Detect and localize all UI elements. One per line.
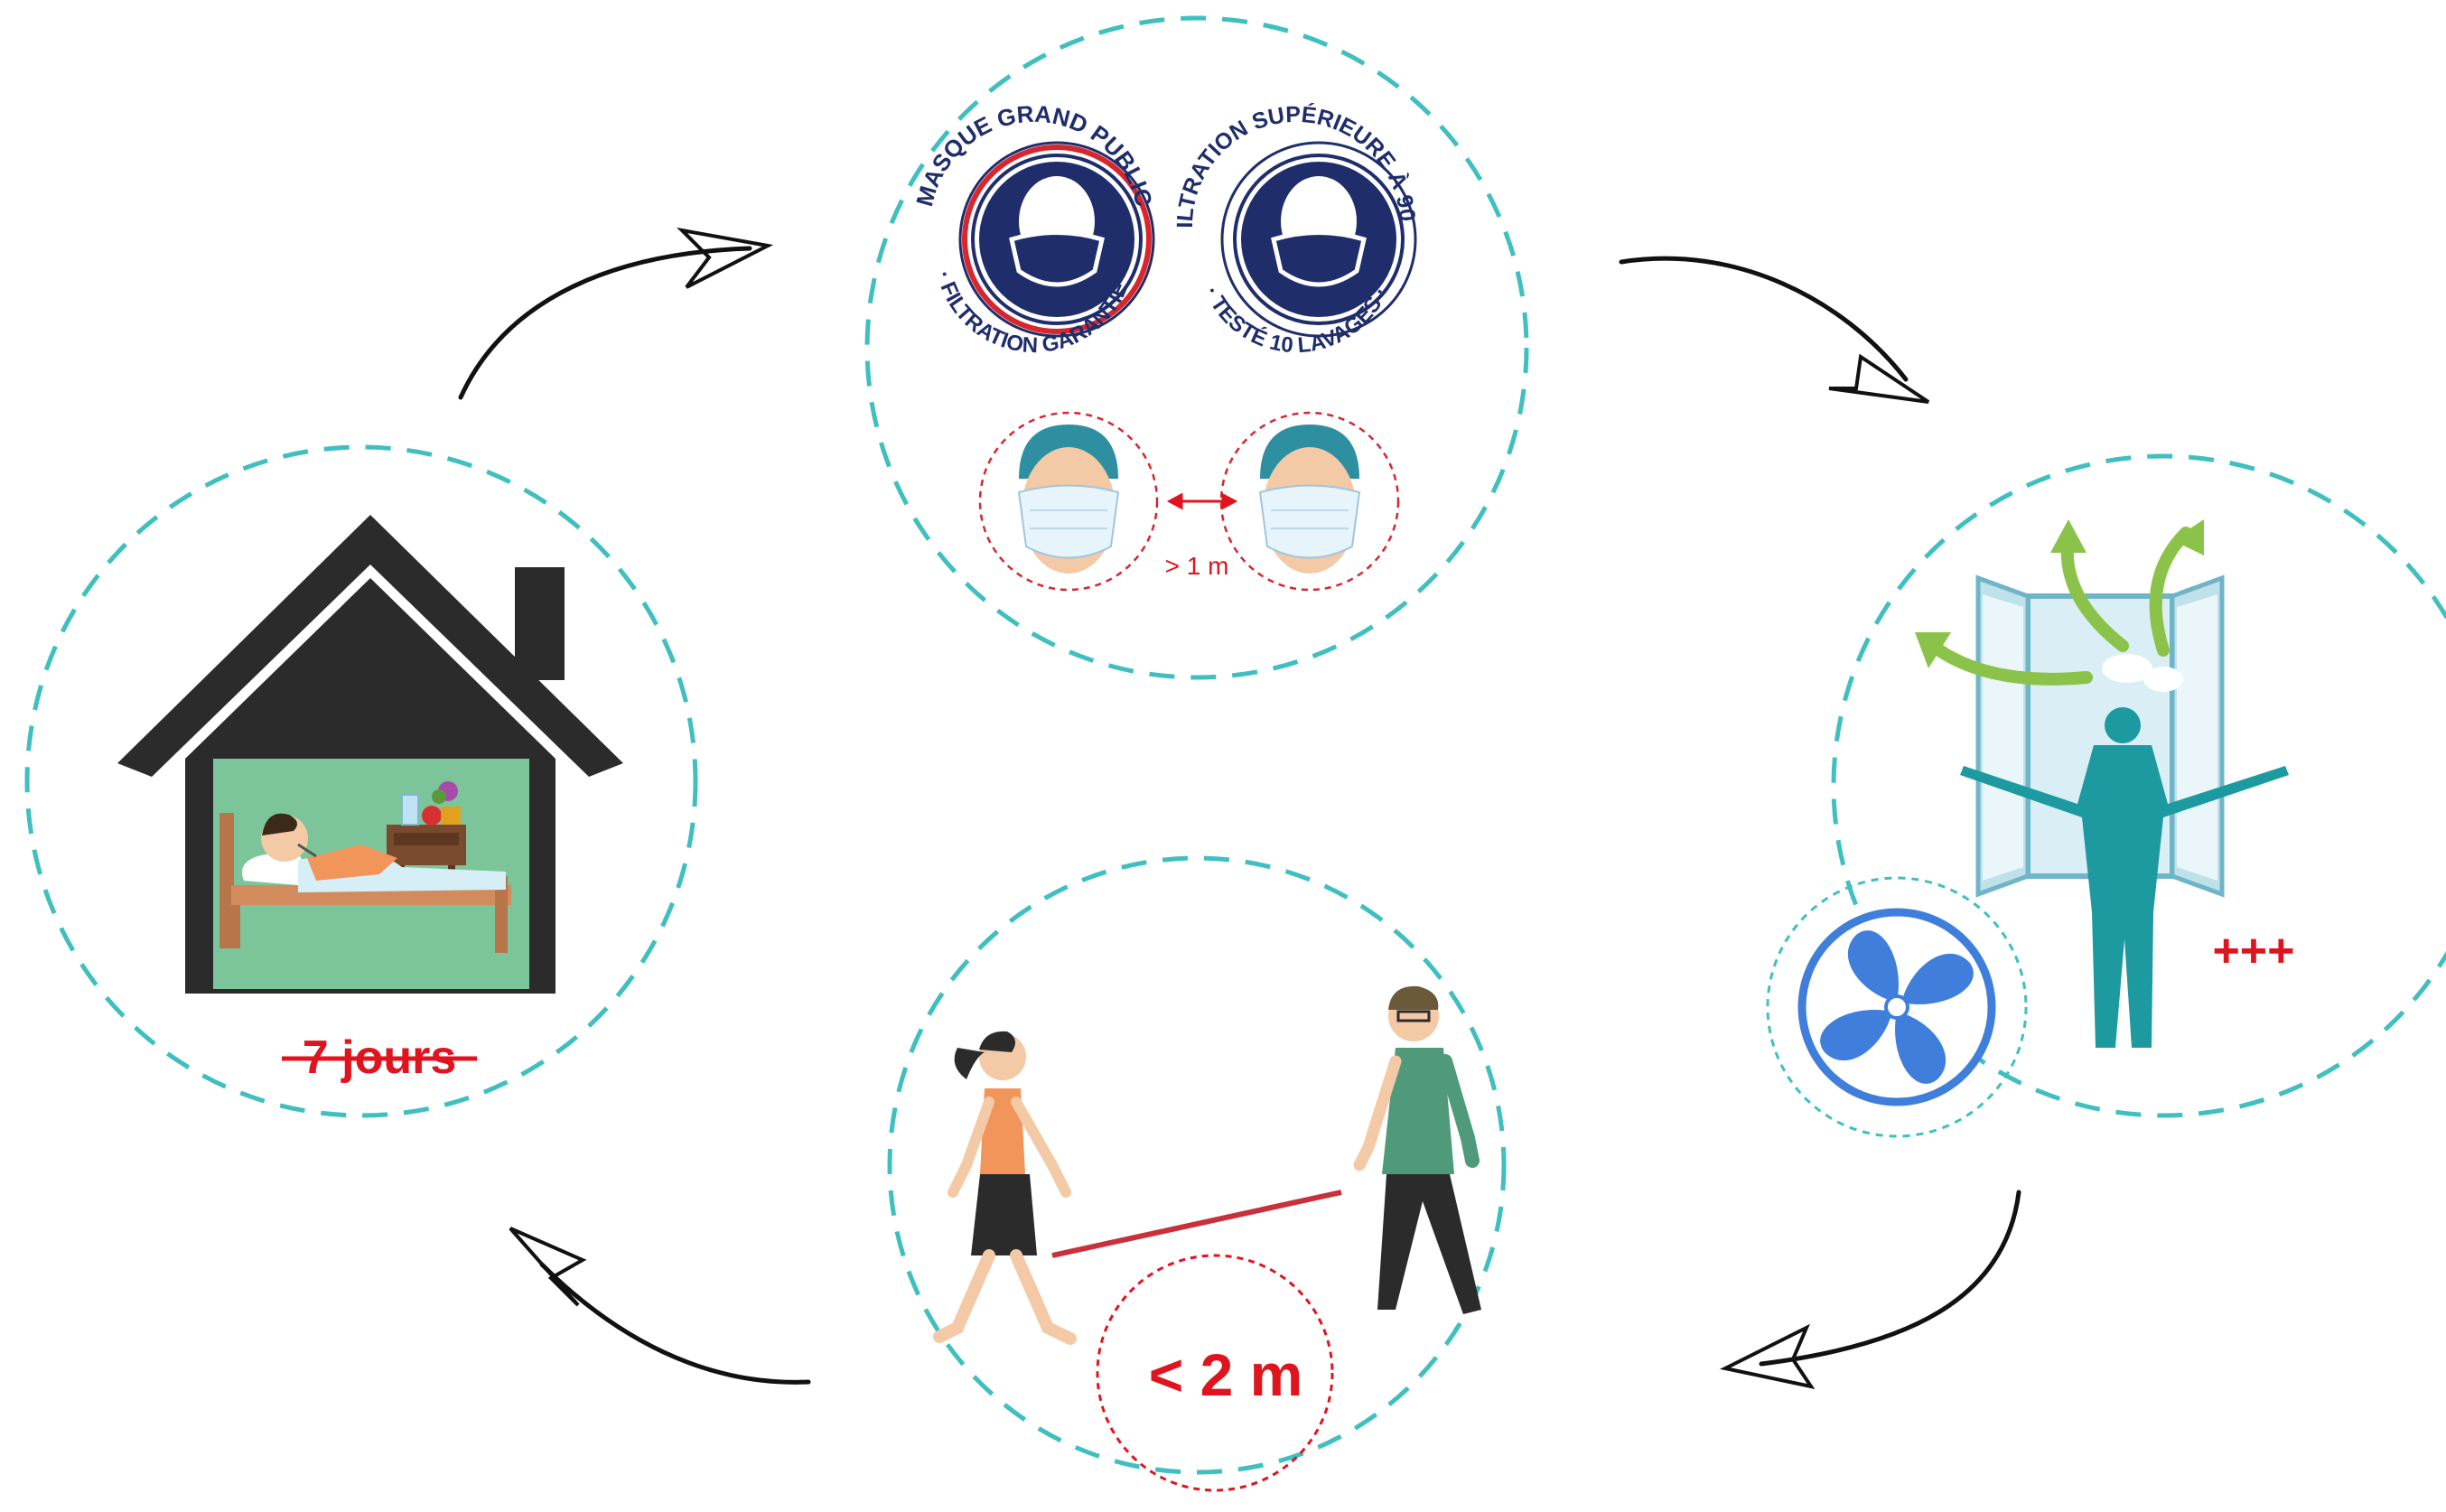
air-flow-arrowheads	[1915, 519, 2204, 668]
mask-badge-filtration: FILTRATION SUPÉRIEURE À 90% · TESTÉ 10 L…	[0, 0, 1420, 358]
cycle-arrows	[458, 227, 2021, 1389]
stage-distancing: < 2 m	[887, 855, 1507, 1492]
arrow-distancing-to-isolation	[509, 1227, 811, 1385]
fan-icon	[1797, 908, 1996, 1106]
mask-distance-label: > 1 m	[1165, 552, 1229, 580]
bed-with-patient	[219, 813, 511, 953]
badge-right-top-text: FILTRATION SUPÉRIEURE À 90%	[0, 0, 1420, 229]
dashed-circle	[1831, 453, 2446, 1118]
mask-badge-grand-public: MASQUE GRAND PUBLIC · FILTRATION GARANTI…	[910, 100, 1158, 359]
distance-dashed-circle	[1096, 1254, 1334, 1492]
ventilation-intensity-label: +++	[2212, 925, 2294, 977]
double-arrow-icon	[1166, 492, 1238, 510]
fan-dashed-circle	[1766, 876, 2028, 1138]
stage-isolation: 7 jours	[24, 444, 698, 1118]
stage-ventilation: +++	[1766, 453, 2446, 1138]
masked-face-icon	[1258, 425, 1361, 574]
arrow-ventilation-to-distancing	[1719, 1190, 2021, 1389]
stage-masks: MASQUE GRAND PUBLIC · FILTRATION GARANTI…	[0, 0, 1529, 680]
masked-faces: > 1 m	[978, 411, 1400, 592]
house-sick-person-icon	[117, 515, 623, 994]
man-walking-icon	[1353, 985, 1481, 1314]
dashed-circle	[887, 855, 1507, 1475]
face-mask-icon	[1009, 176, 1105, 287]
dashed-circle	[864, 15, 1529, 680]
distance-line	[1051, 1190, 1342, 1258]
face-mask-icon	[1271, 176, 1367, 287]
woman-walking-icon	[933, 1031, 1077, 1345]
svg-text:FILTRATION SUPÉRIEURE À 90%: FILTRATION SUPÉRIEURE À 90%	[0, 0, 1420, 229]
nightstand	[387, 781, 466, 901]
arrow-isolation-to-masks	[458, 227, 774, 400]
dashed-circle	[24, 444, 698, 1118]
masked-face-icon	[1017, 425, 1120, 574]
person-silhouette-icon	[1960, 707, 2289, 1048]
arrow-masks-to-ventilation	[1619, 256, 1930, 404]
distancing-label: < 2 m	[1149, 1341, 1303, 1408]
